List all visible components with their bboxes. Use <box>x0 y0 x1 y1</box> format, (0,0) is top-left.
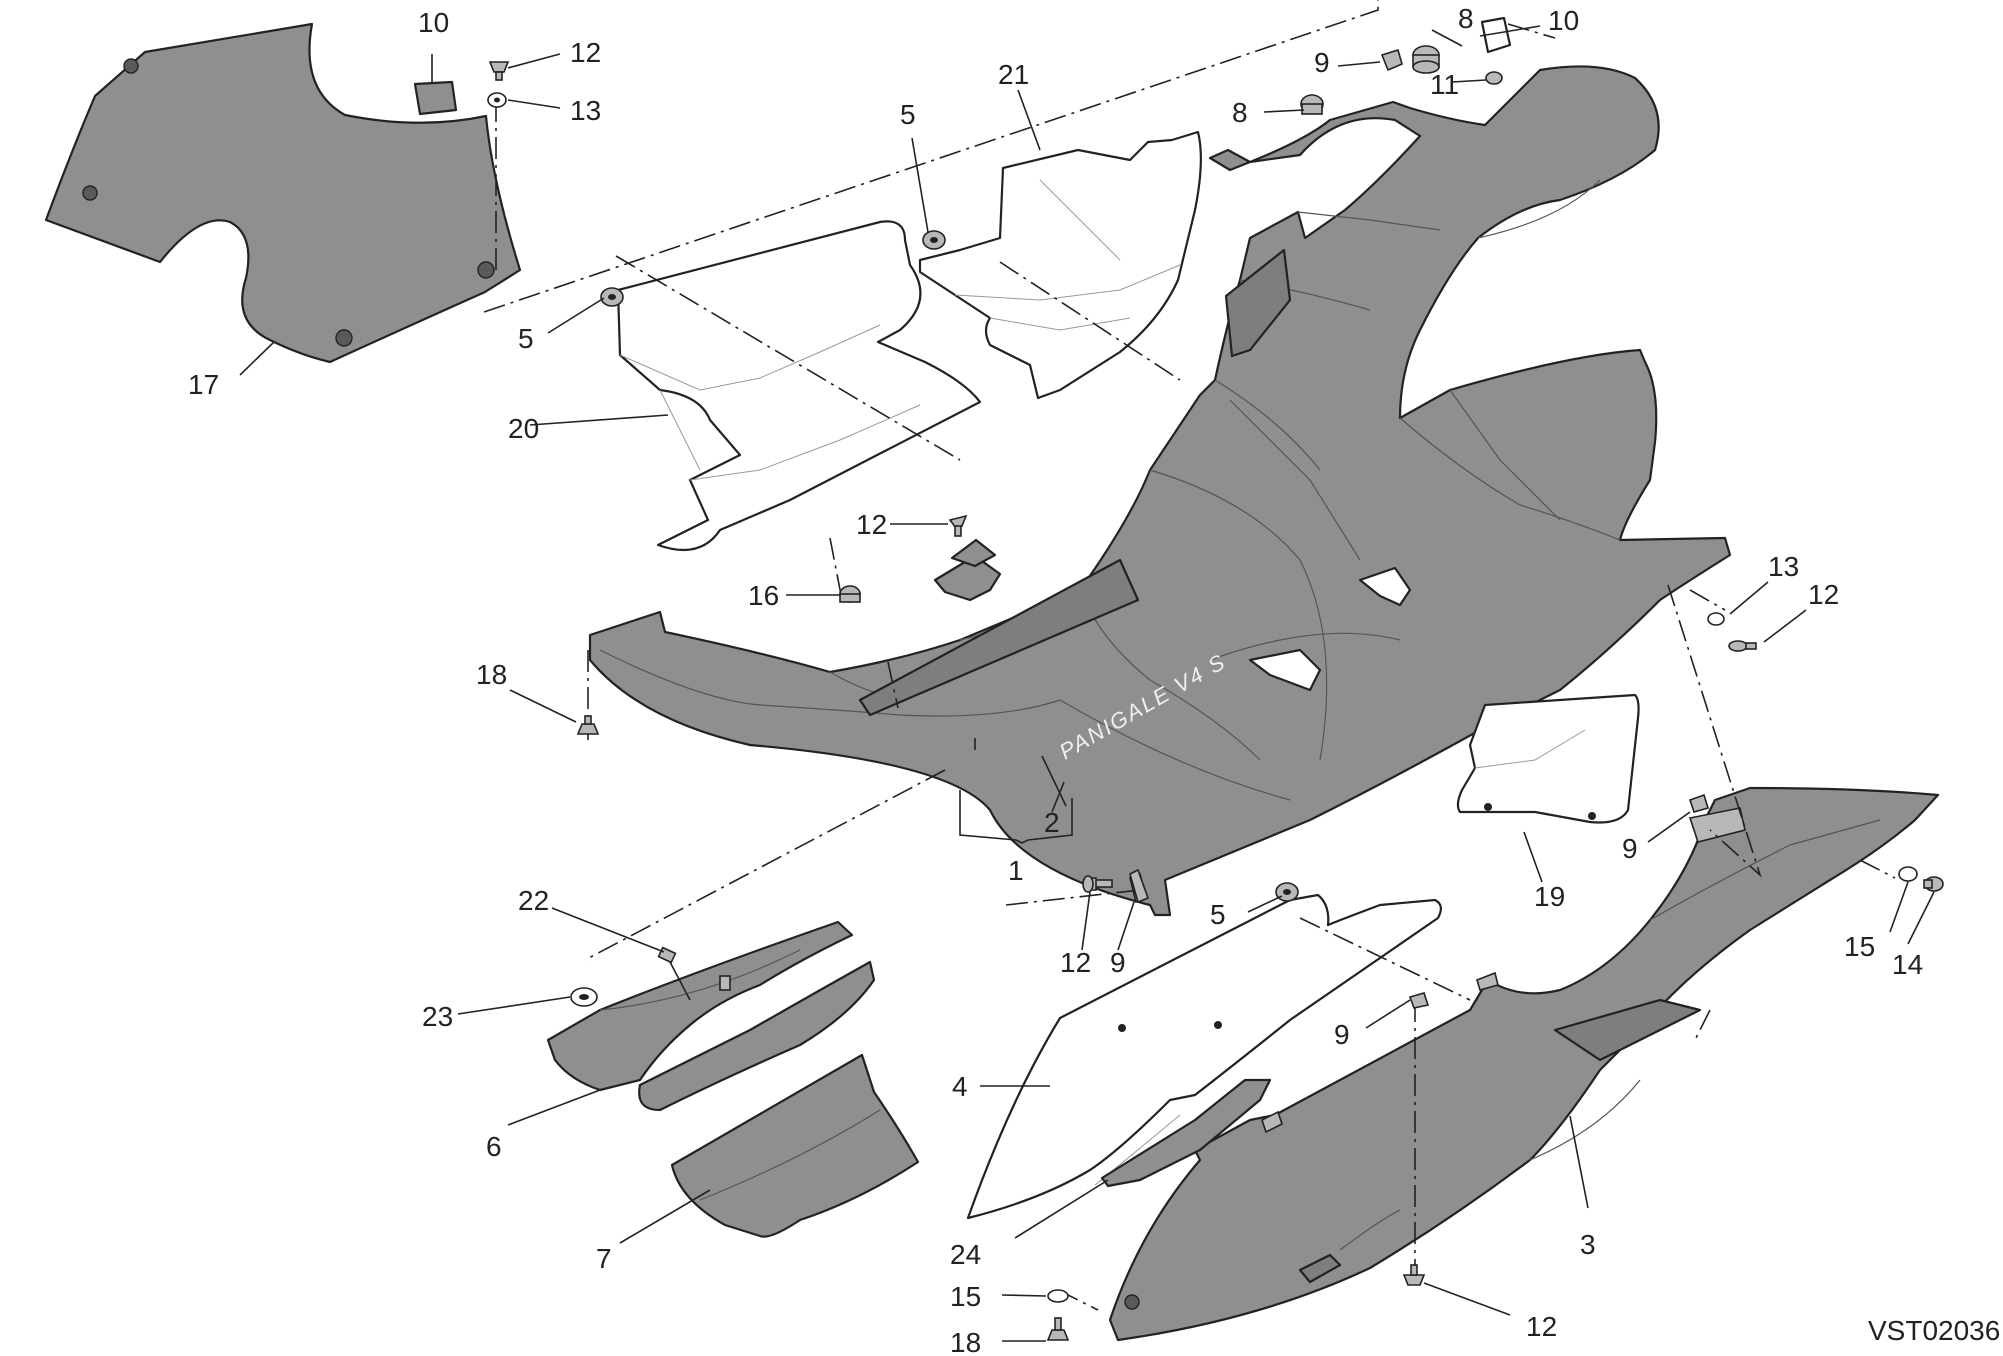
part-6-wing <box>546 920 876 1112</box>
clip-9-bottom-icon <box>1408 992 1430 1009</box>
screw-12-bottom-icon <box>1402 1264 1426 1286</box>
part-19-bracket <box>1456 693 1640 824</box>
screw-12-right-icon <box>1728 640 1757 652</box>
label-24: 24 <box>950 1239 981 1270</box>
label-12-bottom: 12 <box>1526 1311 1557 1342</box>
part-20-inner-panel <box>616 220 982 552</box>
clip-9-top-icon <box>1380 48 1403 72</box>
label-4: 4 <box>952 1071 968 1102</box>
washer-23-icon <box>570 987 598 1007</box>
label-10-left: 10 <box>418 7 449 38</box>
label-8-left: 8 <box>1232 97 1248 128</box>
label-13-top-left: 13 <box>570 95 601 126</box>
screw-12-bottom-left-icon <box>1082 875 1094 893</box>
stud-6-icon <box>719 975 731 991</box>
diagram-code: VST02036 <box>1868 1315 2000 1346</box>
label-5-bottom: 5 <box>1210 899 1226 930</box>
nut-11-icon <box>1485 71 1503 85</box>
leader-lines <box>239 25 1935 1342</box>
screw-18-left-icon <box>576 715 600 735</box>
pad-10-right-icon <box>1480 16 1512 54</box>
washer-13-top-left-icon <box>487 92 507 108</box>
label-21: 21 <box>998 59 1029 90</box>
label-18-left: 18 <box>476 659 507 690</box>
part-1-main-fairing: PANIGALE V4 S <box>588 65 1732 917</box>
label-19: 19 <box>1534 881 1565 912</box>
label-12-middle: 12 <box>856 509 887 540</box>
label-8-top: 8 <box>1458 3 1474 34</box>
part-21-inner-panel <box>918 130 1202 400</box>
grommet-8-left-icon <box>1300 94 1324 115</box>
washer-13-right-icon <box>1707 612 1725 626</box>
label-18-bottom: 18 <box>950 1327 981 1356</box>
label-23: 23 <box>422 1001 453 1032</box>
pad-10-left-icon <box>413 80 458 116</box>
label-22: 22 <box>518 885 549 916</box>
label-12-top-left: 12 <box>570 37 601 68</box>
part-17-panel <box>44 22 522 364</box>
label-14: 14 <box>1892 949 1923 980</box>
part-7-wedge <box>670 1053 920 1238</box>
screw-12-middle-icon <box>948 514 968 537</box>
label-2: 2 <box>1044 807 1060 838</box>
label-13-right: 13 <box>1768 551 1799 582</box>
label-20: 20 <box>508 413 539 444</box>
label-9-lower: 9 <box>1110 947 1126 978</box>
grommet-5-top-icon <box>922 230 946 250</box>
part-labels: 10 12 13 21 5 9 8 10 8 11 5 20 17 12 16 … <box>188 3 2000 1356</box>
assembly-lines <box>483 0 1896 1311</box>
label-12-right: 12 <box>1808 579 1839 610</box>
label-9-right: 9 <box>1622 833 1638 864</box>
label-11: 11 <box>1430 69 1459 100</box>
screw-12-top-left-icon <box>488 61 510 81</box>
fasteners <box>413 16 1944 1341</box>
part-24-insert <box>1100 1078 1272 1188</box>
label-16: 16 <box>748 580 779 611</box>
part-3-lower-fairing <box>1108 786 1940 1342</box>
label-1: 1 <box>1008 855 1024 886</box>
label-10-right: 10 <box>1548 5 1579 36</box>
washer-15-right-icon <box>1898 866 1918 882</box>
label-6: 6 <box>486 1131 502 1162</box>
clip-9-bottom-left-icon <box>1129 868 1150 904</box>
grommet-5-bottom-icon <box>1275 882 1299 902</box>
screw-18-bottom-icon <box>1046 1317 1070 1341</box>
grommet-8-right-icon <box>1412 45 1440 74</box>
label-3: 3 <box>1580 1229 1596 1260</box>
nut-16-icon <box>839 585 861 603</box>
grommet-5-left-icon <box>600 287 624 307</box>
label-15-bottom: 15 <box>950 1281 981 1312</box>
label-9-bottom: 9 <box>1334 1019 1350 1050</box>
screw-14-icon <box>1923 876 1944 892</box>
label-9-top: 9 <box>1314 47 1330 78</box>
washer-15-bottom-icon <box>1047 1289 1069 1303</box>
label-12-lower: 12 <box>1060 947 1091 978</box>
clip-9-right-icon <box>1688 793 1710 813</box>
label-17: 17 <box>188 369 219 400</box>
label-5-top: 5 <box>900 99 916 130</box>
label-5-left: 5 <box>518 323 534 354</box>
label-7: 7 <box>596 1243 612 1274</box>
label-15-right: 15 <box>1844 931 1875 962</box>
